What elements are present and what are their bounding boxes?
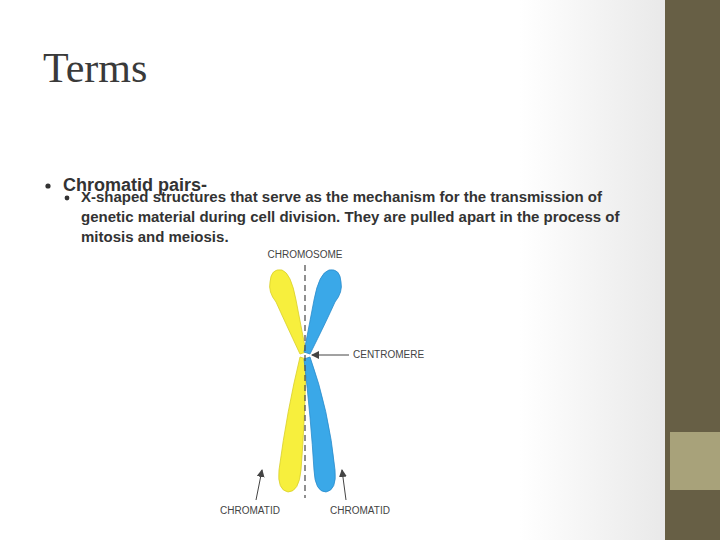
term-definition: X-shaped structures that serve as the me… bbox=[81, 187, 656, 247]
leader-arrow bbox=[312, 355, 349, 356]
bullet bbox=[65, 196, 70, 201]
axis-dashed-line bbox=[304, 265, 305, 498]
part-label: CENTROMERE bbox=[353, 349, 424, 361]
part-label: CHROMATID bbox=[310, 505, 410, 517]
leader-arrow bbox=[256, 470, 262, 500]
bullet bbox=[45, 183, 50, 188]
side-band-accent bbox=[670, 432, 720, 490]
chromatid-blue-upper bbox=[304, 270, 341, 354]
chromatid-yellow-upper bbox=[270, 270, 306, 354]
slide-title: Terms bbox=[43, 44, 147, 92]
part-label: CHROMATID bbox=[200, 505, 300, 517]
chromatid-blue-lower bbox=[304, 357, 335, 492]
part-label: CHROMOSOME bbox=[250, 249, 360, 261]
chromatid-yellow-lower bbox=[279, 357, 306, 492]
leader-arrow bbox=[342, 470, 346, 500]
